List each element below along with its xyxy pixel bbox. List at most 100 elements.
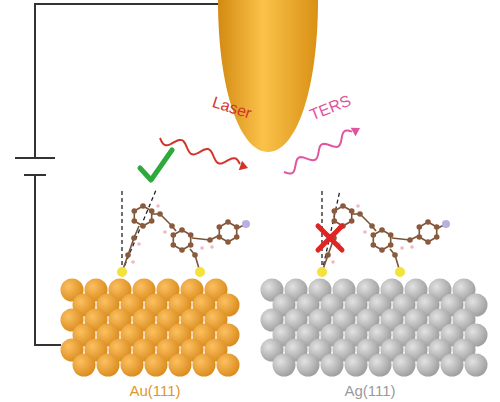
carbon-atom <box>388 232 394 238</box>
carbon-atom <box>349 218 355 224</box>
carbon-atom <box>225 219 231 225</box>
carbon-atom <box>132 218 138 224</box>
light-waves <box>160 128 360 174</box>
carbon-atom <box>332 208 338 214</box>
check-mark <box>140 150 172 180</box>
nitrogen-atom <box>242 220 250 228</box>
carbon-atom <box>340 203 346 209</box>
nitrogen-atom <box>442 220 450 228</box>
carbon-atom <box>149 208 155 214</box>
carbon-atom <box>132 208 138 214</box>
carbon-atom <box>357 211 363 217</box>
hydrogen-atom <box>410 245 414 249</box>
carbon-atom <box>325 252 331 258</box>
benzene-ring <box>419 222 436 242</box>
text-label: Ag(111) <box>344 383 395 400</box>
carbon-atom <box>371 232 377 238</box>
benzene-ring <box>134 206 151 226</box>
metal-surfaces <box>61 279 488 377</box>
carbon-atom <box>188 242 194 248</box>
sulfur-atom <box>117 267 127 277</box>
hydrogen-atom <box>210 245 214 249</box>
carbon-atom <box>371 242 377 248</box>
molecules <box>117 188 450 277</box>
carbon-atom <box>157 211 163 217</box>
text-label: TERS <box>307 92 353 124</box>
battery-plate <box>24 174 46 176</box>
carbon-atom <box>434 224 440 230</box>
carbon-atom <box>217 234 223 240</box>
carbon-atom <box>225 239 231 245</box>
hydrogen-atom <box>363 230 367 234</box>
hydrogen-atom <box>331 260 335 264</box>
dashed-axis <box>122 190 156 272</box>
metal-atom <box>169 354 192 377</box>
metal-atom <box>217 354 240 377</box>
metal-atom <box>321 354 344 377</box>
carbon-atom <box>140 203 146 209</box>
metal-atom <box>369 354 392 377</box>
text-label: Au(111) <box>129 383 180 400</box>
metal-atom <box>145 354 168 377</box>
carbon-atom <box>125 252 131 258</box>
carbon-atom <box>407 237 413 243</box>
cross-mark <box>318 226 342 250</box>
carbon-atom <box>192 252 198 258</box>
hydrogen-atom <box>131 260 135 264</box>
circuit-wire <box>35 4 230 158</box>
sulfur-atom <box>395 267 405 277</box>
carbon-atom <box>171 232 177 238</box>
benzene-ring <box>219 222 236 242</box>
carbon-atom <box>369 223 375 229</box>
arrow-head <box>351 128 360 137</box>
metal-atom <box>273 354 296 377</box>
carbon-atom <box>234 234 240 240</box>
battery-plate <box>15 157 55 159</box>
wave-line <box>284 131 352 174</box>
benzene-ring <box>173 230 190 250</box>
benzene-ring <box>373 230 390 250</box>
carbon-atom <box>179 247 185 253</box>
metal-atom <box>441 354 464 377</box>
metal-atom <box>465 354 488 377</box>
carbon-atom <box>379 247 385 253</box>
hydrogen-atom <box>356 204 360 208</box>
carbon-atom <box>169 223 175 229</box>
carbon-atom <box>332 218 338 224</box>
circuit-wire <box>35 175 61 345</box>
carbon-atom <box>179 227 185 233</box>
carbon-atom <box>140 223 146 229</box>
carbon-atom <box>131 235 137 241</box>
metal-atom <box>393 354 416 377</box>
carbon-atom <box>417 234 423 240</box>
gold-tip <box>218 0 318 152</box>
carbon-atom <box>417 224 423 230</box>
metal-atom <box>417 354 440 377</box>
hydrogen-atom <box>400 246 404 250</box>
carbon-atom <box>425 219 431 225</box>
hydrogen-atom <box>163 230 167 234</box>
metal-atom <box>97 354 120 377</box>
arrow-head <box>239 161 248 171</box>
carbon-atom <box>188 232 194 238</box>
carbon-atom <box>149 218 155 224</box>
hydrogen-atom <box>156 204 160 208</box>
carbon-atom <box>392 252 398 258</box>
carbon-atom <box>388 242 394 248</box>
dashed-normal <box>121 188 122 272</box>
metal-atom <box>345 354 368 377</box>
carbon-atom <box>171 242 177 248</box>
metal-atom <box>73 354 96 377</box>
hydrogen-atom <box>200 246 204 250</box>
metal-atom <box>193 354 216 377</box>
carbon-atom <box>217 224 223 230</box>
sulfur-atom <box>317 267 327 277</box>
hydrogen-atom <box>137 242 141 246</box>
sulfur-atom <box>195 267 205 277</box>
metal-atom <box>121 354 144 377</box>
carbon-atom <box>349 208 355 214</box>
benzene-ring <box>334 206 351 226</box>
metal-atom <box>297 354 320 377</box>
